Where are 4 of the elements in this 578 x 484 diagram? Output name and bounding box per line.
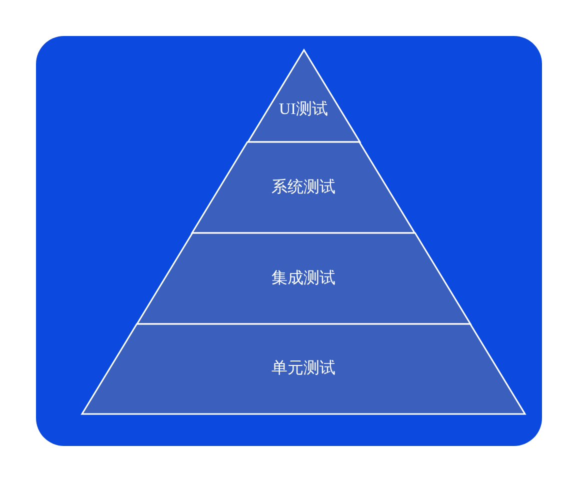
layer-label: 单元测试 xyxy=(272,358,336,379)
layer-label: 集成测试 xyxy=(271,268,336,288)
layer-label: UI测试 xyxy=(279,100,328,120)
layer-label: 系统测试 xyxy=(271,178,336,198)
